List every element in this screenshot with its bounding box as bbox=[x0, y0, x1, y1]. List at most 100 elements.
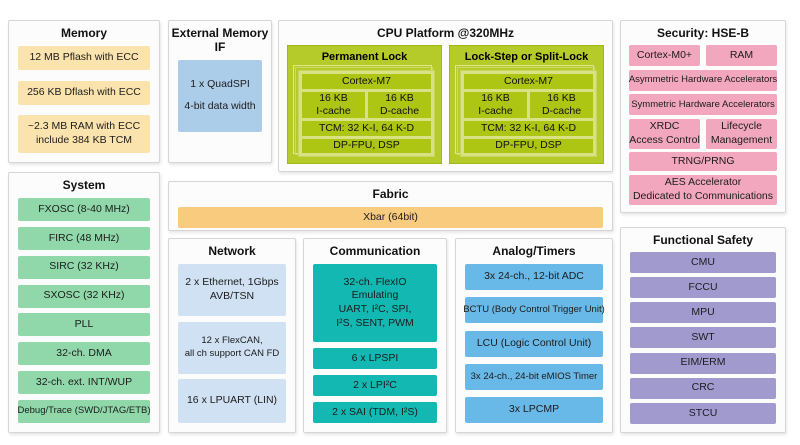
block-label: TCM: 32 K-I, 64 K-D bbox=[480, 121, 577, 134]
block-label: 3x LPCMP bbox=[508, 403, 560, 416]
cpu-platform-section: CPU Platform @320MHz Permanent Lock Cort… bbox=[278, 20, 613, 172]
system-block-pll: PLL bbox=[18, 313, 150, 337]
block-label: I-cache bbox=[316, 105, 351, 118]
system-section-title: System bbox=[62, 178, 106, 192]
block-label: 16 KB bbox=[319, 92, 348, 105]
block-label: Cortex-M7 bbox=[341, 74, 391, 87]
comm-block-sai: 2 x SAI (TDM, I²S) bbox=[313, 402, 437, 423]
memory-section-title: Memory bbox=[60, 26, 107, 40]
block-label: SXOSC (32 KHz) bbox=[43, 289, 125, 302]
block-label: TCM: 32 K-I, 64 K-D bbox=[318, 121, 415, 134]
block-label: FCCU bbox=[688, 280, 718, 293]
comm-block-lpi2c: 2 x LPI²C bbox=[313, 375, 437, 396]
block-label: AVB/TSN bbox=[209, 290, 255, 302]
security-items: Cortex-M0+ RAM Asymmetric Hardware Accel… bbox=[621, 43, 785, 212]
cluster-title: Permanent Lock bbox=[321, 51, 408, 63]
external-memory-section-title: External Memory IF bbox=[171, 26, 269, 54]
memory-items: 12 MB Pflash with ECC 256 KB Dflash with… bbox=[9, 43, 159, 162]
block-label: Access Control bbox=[629, 133, 700, 146]
block-label: LCU (Logic Control Unit) bbox=[476, 336, 592, 349]
block-label: D-cache bbox=[379, 105, 420, 118]
block-label: D-cache bbox=[541, 105, 582, 118]
safety-block-mpu: MPU bbox=[630, 302, 776, 324]
system-items: FXOSC (8-40 MHz) FIRC (48 MHz) SIRC (32 … bbox=[9, 195, 159, 432]
security-block-cortex-m0: Cortex-M0+ bbox=[629, 45, 700, 66]
analog-block-emios: 3x 24-ch., 24-bit eMIOS Timer bbox=[465, 363, 603, 390]
block-label: 12 MB Pflash with ECC bbox=[29, 51, 139, 64]
block-label: 32-ch. DMA bbox=[56, 346, 112, 359]
analog-block-bctu: BCTU (Body Control Trigger Unit) bbox=[463, 297, 605, 324]
block-label: CMU bbox=[691, 255, 715, 268]
analog-timers-section-title: Analog/Timers bbox=[492, 244, 576, 258]
block-label: 1 x QuadSPI bbox=[190, 78, 250, 91]
block-label: 3x 24-ch., 24-bit eMIOS Timer bbox=[470, 370, 598, 382]
block-label: I²S, SENT, PWM bbox=[336, 316, 414, 329]
block-label: XRDC bbox=[649, 120, 680, 133]
block-label: 16 KB bbox=[481, 92, 510, 105]
functional-safety-section: Functional Safety CMU FCCU MPU SWT EIM/E… bbox=[620, 227, 786, 433]
block-label: 32-ch. FlexIO bbox=[343, 275, 407, 288]
security-block-trng: TRNG/PRNG bbox=[629, 152, 777, 172]
tcm-block: TCM: 32 K-I, 64 K-D bbox=[302, 121, 431, 136]
system-block-fxosc: FXOSC (8-40 MHz) bbox=[18, 198, 150, 221]
cluster-title: Lock-Step or Split-Lock bbox=[464, 51, 589, 63]
block-label: Lifecycle bbox=[721, 120, 762, 133]
security-section: Security: HSE-B Cortex-M0+ RAM Asymmetri… bbox=[620, 20, 786, 213]
block-label: TRNG/PRNG bbox=[671, 155, 735, 168]
analog-block-lpcmp: 3x LPCMP bbox=[465, 397, 603, 423]
block-label: Cortex-M7 bbox=[503, 74, 553, 87]
system-block-int-wup: 32-ch. ext. INT/WUP bbox=[18, 371, 150, 395]
memory-block-pflash: 12 MB Pflash with ECC bbox=[18, 46, 150, 70]
tcm-block: TCM: 32 K-I, 64 K-D bbox=[464, 121, 593, 136]
functional-safety-section-title: Functional Safety bbox=[652, 233, 753, 247]
block-label: 2 x Ethernet, 1Gbps bbox=[185, 276, 279, 289]
block-label: BCTU (Body Control Trigger Unit) bbox=[463, 304, 605, 316]
block-label: STCU bbox=[688, 406, 718, 419]
fabric-block-xbar: Xbar (64bit) bbox=[178, 207, 603, 228]
fabric-section-title: Fabric bbox=[372, 187, 409, 201]
block-label: 16 KB bbox=[547, 92, 576, 105]
block-label: I-cache bbox=[478, 105, 513, 118]
fpu-dsp-block: DP-FPU, DSP bbox=[302, 138, 431, 153]
safety-block-fccu: FCCU bbox=[630, 277, 776, 299]
block-label: AES Accelerator bbox=[664, 176, 742, 189]
block-label: ~2.3 MB RAM with ECC bbox=[27, 120, 141, 133]
block-label: Symmetric Hardware Accelerators bbox=[631, 98, 775, 110]
safety-block-stcu: STCU bbox=[630, 402, 776, 424]
security-block-asymmetric: Asymmetric Hardware Accelerators bbox=[629, 69, 777, 91]
block-label: FXOSC (8-40 MHz) bbox=[38, 202, 130, 215]
block-label: 3x 24-ch., 12-bit ADC bbox=[484, 270, 584, 283]
safety-block-crc: CRC bbox=[630, 377, 776, 399]
comm-block-lpspi: 6 x LPSPI bbox=[313, 348, 437, 369]
block-label: SIRC (32 KHz) bbox=[49, 260, 119, 273]
security-section-title: Security: HSE-B bbox=[656, 26, 750, 40]
system-block-debug-trace: Debug/Trace (SWD/JTAG/ETB) bbox=[17, 399, 151, 423]
block-label: Xbar (64bit) bbox=[363, 210, 418, 223]
cpu-core-block: Cortex-M7 bbox=[464, 74, 593, 90]
system-block-sxosc: SXOSC (32 KHz) bbox=[18, 284, 150, 308]
security-row: Cortex-M0+ RAM bbox=[629, 45, 777, 66]
safety-block-swt: SWT bbox=[630, 327, 776, 349]
block-label: 12 x FlexCAN, bbox=[201, 335, 263, 347]
block-label: 2 x LPI²C bbox=[353, 378, 397, 391]
block-label: 16 x LPUART (LIN) bbox=[186, 394, 278, 407]
security-block-ram: RAM bbox=[706, 45, 777, 66]
block-label: Management bbox=[710, 133, 773, 146]
fabric-section: Fabric Xbar (64bit) bbox=[168, 181, 613, 231]
